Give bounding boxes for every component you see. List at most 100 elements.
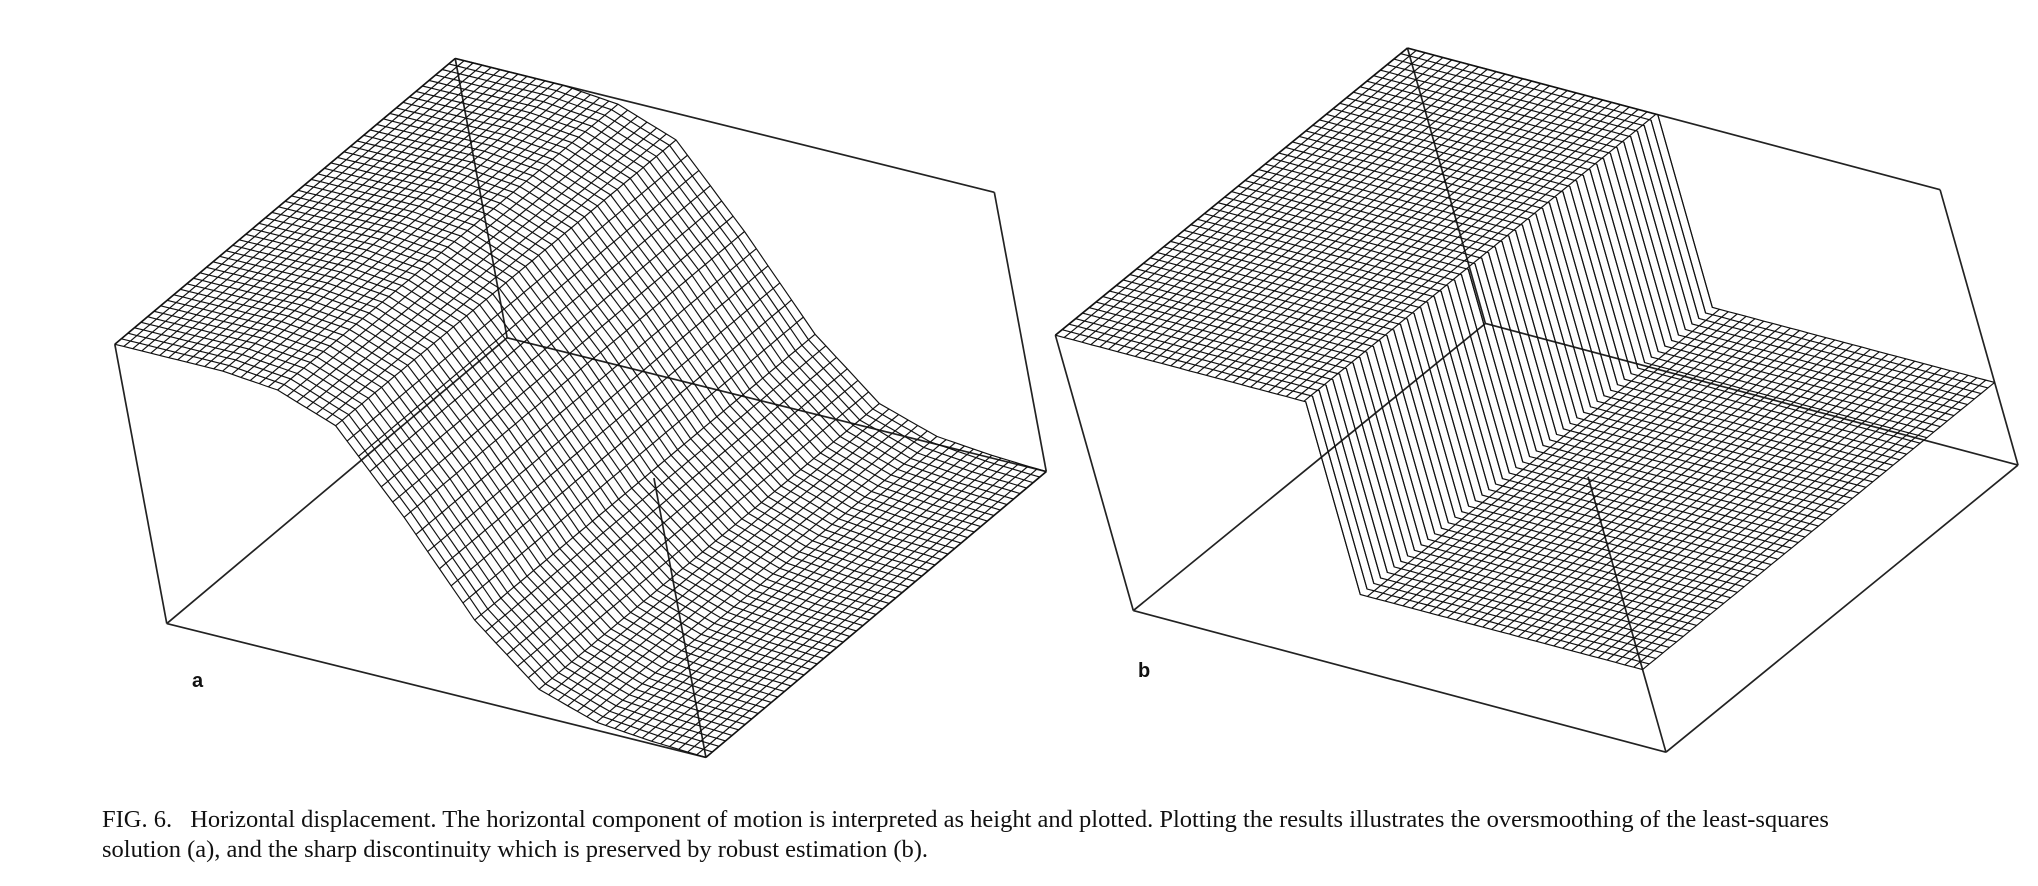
discontinuity-wall-line (1508, 235, 1564, 430)
surface-grid-line (1072, 52, 1426, 341)
surface-grid-line (696, 468, 1038, 756)
surface-grid-line (315, 127, 658, 415)
surface-grid-line (141, 64, 483, 352)
surface-grid-line (1455, 332, 1809, 621)
surface-grid-line (213, 82, 555, 370)
discontinuity-wall-line (1474, 263, 1531, 457)
discontinuity-wall-line (1413, 313, 1470, 507)
bounding-box-edge (113, 344, 168, 624)
bounding-box-edge (1133, 609, 1667, 754)
surface-grid-line (1420, 323, 1774, 612)
surface-grid-line (1615, 374, 1969, 663)
surface-grid-line (1580, 365, 1933, 654)
surface-grid-line (1258, 168, 1846, 505)
surface-grid-line (506, 368, 848, 656)
surface-grid-line (335, 139, 677, 427)
surface-grid-line (1294, 111, 1648, 400)
surface-grid-line (623, 445, 965, 733)
surface-grid-line (495, 356, 837, 644)
surface-grid-line (1571, 363, 1924, 652)
surface-grid-line (1509, 346, 1862, 635)
surface-grid-line (1075, 318, 1663, 654)
surface-grid-line (1367, 308, 1720, 597)
surface-grid-line (1170, 240, 1758, 577)
surface-grid-line (1068, 323, 1657, 660)
surface-grid-line (204, 80, 546, 368)
discontinuity-wall-line (1345, 368, 1402, 562)
bounding-box-edge (506, 336, 1047, 473)
surface-grid-line (1491, 341, 1845, 630)
surface-grid-line (277, 103, 619, 391)
surface-grid-line (517, 379, 859, 667)
surface-grid-line (1624, 377, 1978, 666)
discontinuity-wall-line (1332, 379, 1388, 573)
surface-grid-line (1250, 99, 1604, 388)
surface-grid-line (1081, 54, 1435, 343)
surface-grid-line (177, 73, 519, 361)
surface-grid-line (1188, 83, 1541, 372)
surface-grid-line (435, 74, 1027, 489)
surface-grid-line (396, 107, 988, 522)
surface-grid-line (1353, 91, 1941, 428)
discontinuity-wall-line (1535, 213, 1592, 407)
discontinuity-wall-line (1440, 291, 1497, 485)
surface-grid-line (678, 463, 1020, 750)
surface-grid-line (168, 71, 510, 359)
discontinuity-wall-line (1366, 351, 1422, 545)
surface-grid-line (1446, 330, 1800, 619)
surface-grid-line (267, 100, 610, 388)
surface-grid-line (427, 265, 769, 553)
discontinuity-wall-line (1609, 153, 1666, 347)
surface-grid-line (350, 145, 942, 561)
surface-grid-line (286, 109, 628, 397)
panel-label-a: a (192, 670, 204, 692)
surface-grid-line (660, 457, 1002, 745)
surface-grid-line (605, 439, 947, 726)
surface-grid-line (1108, 61, 1462, 350)
surface-grid-line (1588, 367, 1942, 656)
surface-grid-line (1387, 64, 1975, 400)
discontinuity-wall-line (1386, 335, 1443, 529)
surface-grid-line (1526, 351, 1880, 640)
surface-grid-line (1090, 57, 1444, 346)
surface-grid-line (1210, 207, 1799, 544)
discontinuity-wall-line (1636, 131, 1693, 325)
discontinuity-wall-line (1575, 180, 1632, 374)
surface-grid-line (380, 200, 723, 488)
surface-grid-line (415, 248, 757, 535)
surface-grid-line (346, 154, 688, 442)
surface-grid-line (462, 316, 804, 604)
surface-grid-line (114, 58, 456, 345)
discontinuity-wall-line (1420, 307, 1476, 501)
discontinuity-wall-line (1562, 191, 1619, 385)
surface-grid-line (1122, 279, 1711, 615)
discontinuity-wall-line (1630, 136, 1686, 330)
bounding-box-edge (166, 622, 707, 759)
surface-grid-line (1099, 59, 1453, 348)
surface-grid-line (596, 435, 938, 723)
surface-grid-line (557, 414, 899, 701)
surface-grid-line (1156, 251, 1745, 588)
discontinuity-wall-line (1616, 147, 1673, 341)
surface-grid-line (1244, 180, 1833, 516)
surface-grid-line (1346, 97, 1934, 433)
discontinuity-wall-line (1399, 324, 1456, 518)
discontinuity-wall-line (1650, 119, 1707, 314)
surface-grid-line (1089, 307, 1677, 643)
discontinuity-wall-line (1521, 224, 1578, 418)
surface-grid-line (1393, 58, 1982, 395)
surface-grid-line (548, 408, 890, 696)
surface-grid-line (337, 156, 929, 572)
bounding-box-edge (166, 337, 508, 625)
surface-grid-line (527, 391, 869, 679)
surface-grid-line (1170, 78, 1524, 367)
surface-grid-line (1214, 90, 1568, 379)
discontinuity-wall-line (1433, 296, 1490, 490)
surface-grid-line (369, 129, 962, 544)
surface-grid-line (705, 471, 1047, 758)
bounding-box-edge (1939, 189, 2019, 466)
discontinuity-wall-line (1460, 274, 1517, 468)
discontinuity-wall-line (1447, 285, 1504, 479)
discontinuity-wall-line (1515, 230, 1571, 424)
